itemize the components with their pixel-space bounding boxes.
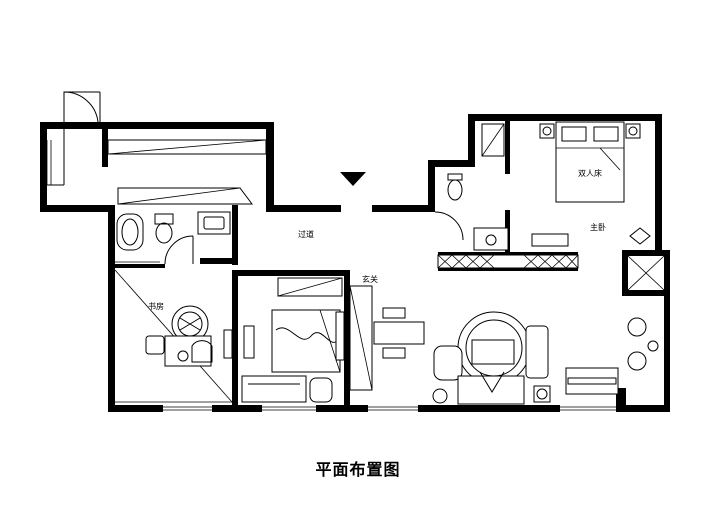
wardrobe-band	[437, 254, 579, 269]
living-room	[433, 311, 659, 405]
master-bathroom	[434, 123, 509, 251]
master-bedroom-label: 主卧	[590, 222, 606, 232]
windows	[46, 140, 670, 411]
plan-caption: 平面布置图	[315, 460, 401, 479]
corridor-label: 过道	[298, 229, 314, 239]
study-label: 书房	[148, 301, 164, 311]
bathroom-left	[115, 211, 231, 265]
entry-area: 玄关	[349, 274, 448, 404]
structural-column	[627, 255, 665, 291]
corridor-storage	[107, 139, 267, 205]
balcony-door	[47, 91, 101, 186]
second-bedroom	[241, 277, 345, 403]
double-bed-label: 双人床	[578, 168, 602, 178]
entry-label: 玄关	[362, 274, 378, 284]
master-bedroom: 双人床 主卧	[531, 121, 651, 247]
walls	[40, 114, 670, 412]
entry-arrow-icon	[340, 172, 366, 186]
study: 书房	[114, 269, 233, 403]
